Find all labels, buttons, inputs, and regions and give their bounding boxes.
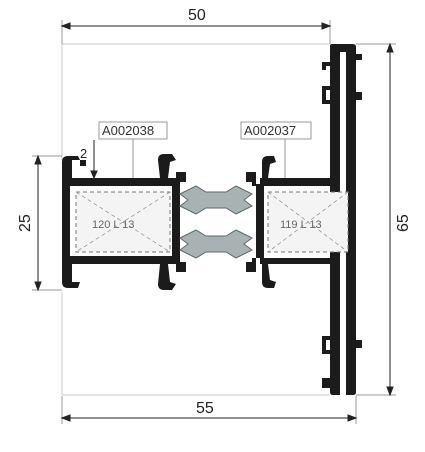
dimension-left-height: 25 xyxy=(17,214,34,232)
right-bar-hook-mid-b xyxy=(356,92,362,100)
left-insert: 120 L 13 xyxy=(75,191,171,253)
left-top-lip xyxy=(80,160,86,166)
right-lower-clip xyxy=(262,264,276,288)
right-chamber-fin-top xyxy=(330,168,340,178)
center-right-clip-bottom xyxy=(246,258,256,272)
dimension-bottom-width: 55 xyxy=(196,400,214,417)
left-upper-clip xyxy=(158,154,176,178)
reference-code-left: A002038 xyxy=(102,123,154,138)
reference-outline xyxy=(61,43,330,396)
thermal-break-lower-strip xyxy=(179,229,253,259)
dimension-top-width: 50 xyxy=(188,7,206,24)
right-upper-clip xyxy=(262,156,276,178)
right-bar-hook-lower-a xyxy=(322,336,330,354)
right-chamber-fin-bottom xyxy=(330,264,340,276)
center-left-clip-bottom xyxy=(176,258,186,272)
dimension-right-height: 65 xyxy=(395,214,412,232)
thermal-break-upper-strip xyxy=(179,185,253,215)
right-insert-label: 119 L 13 xyxy=(280,219,322,231)
reference-callout-left: A002038 xyxy=(98,121,168,178)
aluminium-profile xyxy=(62,44,362,395)
reference-callout-right: A002037 xyxy=(240,121,312,178)
thermal-break xyxy=(179,185,253,259)
right-bar-hook-mid-a xyxy=(322,86,330,104)
right-bar-hook-lower-b xyxy=(356,340,362,348)
right-bar-hook-upper-left xyxy=(322,62,330,70)
center-left-clip-top xyxy=(176,172,186,186)
reference-code-right: A002037 xyxy=(244,123,296,138)
center-right-clip-top xyxy=(246,172,256,186)
reference-box-right xyxy=(240,121,312,140)
right-chamber-frame xyxy=(256,178,330,264)
dimension-small-offset: 2 xyxy=(80,146,87,161)
right-bar-hook-bottom xyxy=(322,378,330,388)
right-insert: 119 L 13 xyxy=(267,191,349,253)
dimension-lines xyxy=(32,20,396,424)
left-lower-clip xyxy=(158,264,176,290)
left-chamber-frame xyxy=(62,156,180,288)
right-vertical-bar xyxy=(330,44,356,395)
left-insert-label: 120 L 13 xyxy=(92,219,134,231)
right-bar-hook-top xyxy=(356,54,362,60)
